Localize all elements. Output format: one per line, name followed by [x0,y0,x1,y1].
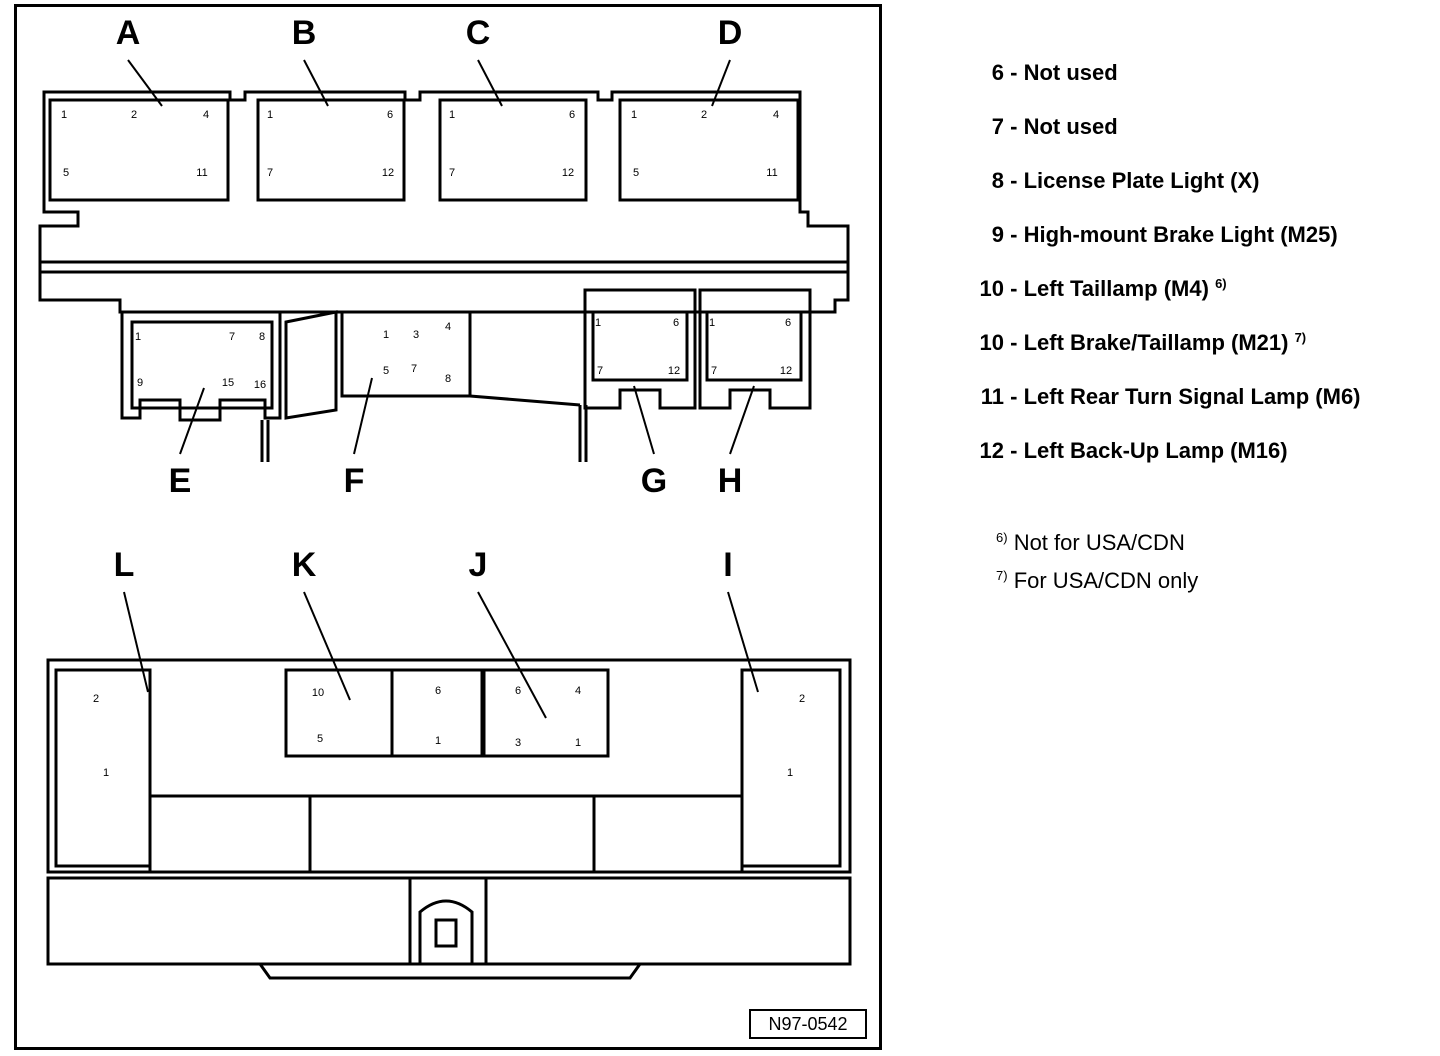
pin-number: 1 [787,767,793,779]
pin-number: 1 [449,109,455,121]
legend-item-number: 6 [991,60,1004,85]
legend-item: 11 - Left Rear Turn Signal Lamp (M6) [960,384,1361,410]
legend-item: 12 - Left Back-Up Lamp (M16) [960,438,1288,464]
legend-item: 8 - License Plate Light (X) [960,168,1260,194]
legend-item-number: 7 [991,114,1004,139]
pin-number: 11 [196,167,207,179]
connector-label-g: G [641,462,667,500]
pin-number: 2 [93,693,99,705]
connector-label-l: L [114,546,135,584]
legend-item: 9 - High-mount Brake Light (M25) [960,222,1338,248]
legend-item-number: 11 [980,384,1004,409]
footnote-ref: 7) [1294,330,1307,345]
footnote: 6) Not for USA/CDN [996,530,1185,556]
legend-item-text: License Plate Light (X) [1023,168,1260,193]
diagram-frame [14,4,882,1050]
pin-number: 2 [131,109,137,121]
connector-label-c: C [466,14,491,52]
pin-number: 1 [631,109,637,121]
pin-number: 7 [449,167,455,179]
pin-number: 6 [515,685,521,697]
legend-item-text: High-mount Brake Light (M25) [1023,222,1338,247]
pin-number: 3 [515,737,521,749]
footnote-text: Not for USA/CDN [1013,530,1185,555]
legend-item-text: Left Back-Up Lamp (M16) [1023,438,1288,463]
connector-label-h: H [718,462,743,500]
legend-item-text: Left Taillamp (M4) [1023,276,1209,301]
connector-label-f: F [344,462,365,500]
footnote-mark: 6) [996,530,1008,545]
pin-number: 6 [673,317,679,329]
pin-number: 9 [137,377,143,389]
pin-number: 5 [63,167,69,179]
pin-number: 7 [229,331,235,343]
pin-number: 4 [445,321,451,333]
connector-label-a: A [116,14,141,52]
legend-item: 10 - Left Taillamp (M4) 6) [960,276,1227,302]
pin-number: 1 [61,109,67,121]
pin-number: 3 [413,329,419,341]
connector-label-k: K [292,546,317,584]
pin-number: 6 [785,317,791,329]
pin-number: 6 [435,685,441,697]
pin-number: 6 [569,109,575,121]
legend-item-text: Not used [1023,60,1118,85]
pin-number: 8 [259,331,265,343]
legend: 6 - Not used 7 - Not used 8 - License Pl… [960,0,1430,1056]
legend-item-number: 8 [991,168,1004,193]
pin-number: 1 [267,109,273,121]
pin-number: 7 [411,363,417,375]
pin-number: 5 [317,733,323,745]
footnote: 7) For USA/CDN only [996,568,1198,594]
connector-label-b: B [292,14,317,52]
footnote-ref: 6) [1215,276,1227,291]
pin-number: 1 [435,735,441,747]
legend-item: 7 - Not used [960,114,1118,140]
pin-number: 12 [780,365,792,377]
pin-number: 7 [597,365,603,377]
pin-number: 7 [711,365,717,377]
legend-item-text: Left Brake/Taillamp (M21) [1023,330,1289,355]
pin-number: 1 [103,767,109,779]
pin-number: 1 [595,317,601,329]
legend-item-number: 9 [991,222,1004,247]
pin-number: 12 [382,167,394,179]
pin-number: 4 [575,685,581,697]
pin-number: 7 [267,167,273,179]
legend-item-text: Not used [1023,114,1118,139]
pin-number: 1 [383,329,389,341]
footnote-text: For USA/CDN only [1013,568,1199,593]
pin-number: 11 [766,167,777,179]
pin-number: 10 [312,687,324,699]
pin-number: 6 [387,109,393,121]
legend-item: 6 - Not used [960,60,1118,86]
pin-number: 15 [222,377,234,389]
pin-number: 8 [445,373,451,385]
pin-number: 5 [383,365,389,377]
connector-label-j: J [469,546,488,584]
pin-number: 2 [799,693,805,705]
pin-number: 12 [668,365,680,377]
legend-item-number: 10 [979,276,1004,301]
pin-number: 1 [135,331,141,343]
connector-label-i: I [723,546,732,584]
footnote-mark: 7) [996,568,1008,583]
pin-number: 4 [203,109,209,121]
pin-number: 12 [562,167,574,179]
legend-item: 10 - Left Brake/Taillamp (M21) 7) [960,330,1307,356]
pin-number: 2 [701,109,707,121]
pin-number: 5 [633,167,639,179]
legend-item-text: Left Rear Turn Signal Lamp (M6) [1023,384,1361,409]
pin-number: 1 [709,317,715,329]
pin-number: 16 [254,379,266,391]
figure-id: N97-0542 [749,1009,867,1039]
pin-number: 4 [773,109,779,121]
connector-label-e: E [169,462,192,500]
pin-number: 1 [575,737,581,749]
connector-label-d: D [718,14,743,52]
legend-item-number: 10 [979,330,1004,355]
legend-item-number: 12 [979,438,1004,463]
